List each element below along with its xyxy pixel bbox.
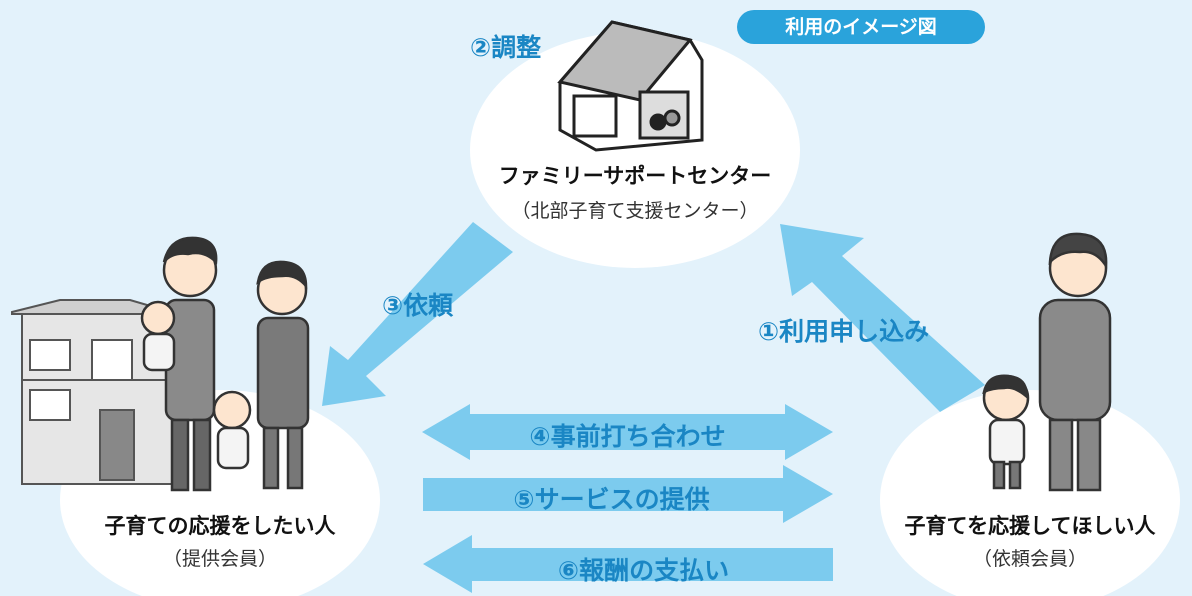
requester-sub: （依頼会員） [972, 548, 1087, 570]
provider-sub: （提供会員） [162, 548, 277, 570]
payment-arrow [423, 535, 833, 593]
step-service: ⑤サービスの提供 [513, 485, 710, 514]
step-prior-meeting: ④事前打ち合わせ [529, 422, 726, 451]
support-center-building [557, 20, 704, 152]
mother-child-illustration [982, 232, 1112, 492]
center-ellipse [470, 32, 800, 268]
center-sub: （北部子育て支援センター） [511, 200, 759, 222]
provider-name: 子育ての応援をしたい人 [104, 514, 336, 538]
step-application: ①利用申し込み [758, 317, 930, 346]
step-coordination: ②調整 [470, 33, 542, 62]
prior-meeting-arrow [422, 404, 833, 460]
requester-name: 子育てを応援してほしい人 [904, 514, 1156, 538]
center-name: ファミリーサポートセンター [498, 164, 772, 188]
step-payment: ⑥報酬の支払い [557, 556, 730, 585]
house-illustration [11, 299, 179, 485]
family-illustration [140, 236, 310, 492]
diagram-badge: 利用のイメージ図 [737, 10, 985, 44]
step-request: ③依頼 [382, 291, 454, 320]
requester-ellipse [880, 390, 1180, 596]
request-arrow [322, 222, 513, 406]
service-arrow [423, 465, 833, 523]
application-arrow [780, 224, 985, 412]
